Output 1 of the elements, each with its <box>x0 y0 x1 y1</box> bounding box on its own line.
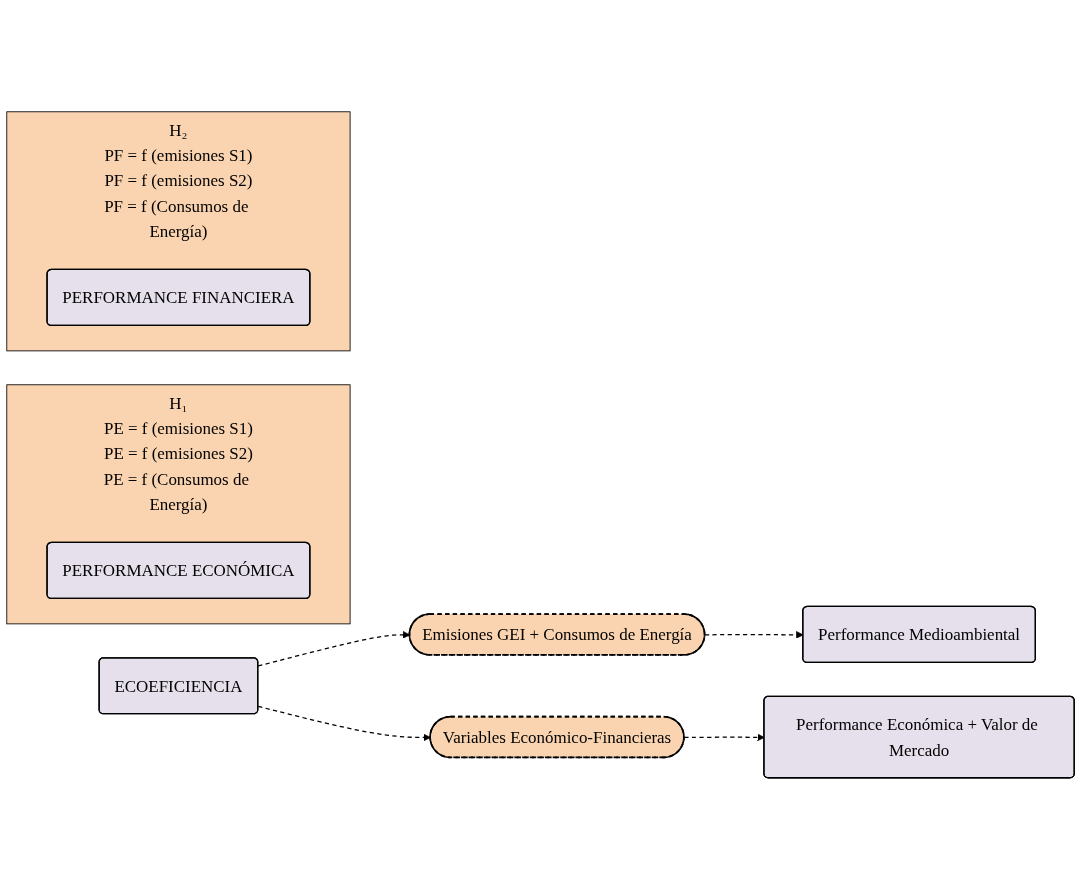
arrow <box>257 706 431 742</box>
